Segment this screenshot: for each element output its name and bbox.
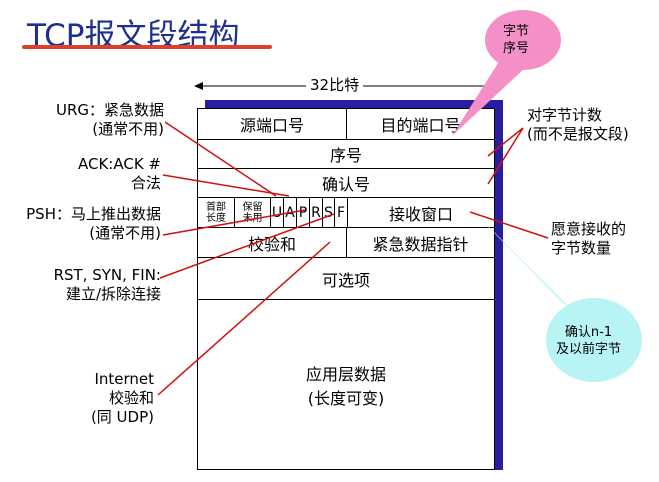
ack-bubble-line2: 及以前字节 bbox=[556, 342, 622, 357]
seq-bubble-text: 字节 序号 bbox=[503, 23, 529, 57]
urg-connector bbox=[164, 121, 277, 197]
ack-note-line2: 合法 bbox=[130, 174, 161, 192]
rst-note: RST, SYN, FIN: 建立/拆除连接 bbox=[54, 266, 161, 304]
ack-field: 确认号 bbox=[198, 168, 494, 197]
hdr-len-field: 首部 长度 bbox=[198, 197, 234, 227]
seq-bubble-line2: 序号 bbox=[503, 41, 530, 56]
seq-bubble-line1: 字节 bbox=[503, 24, 530, 39]
options-field: 可选项 bbox=[198, 257, 494, 299]
app-data-line1: 应用层数据 bbox=[305, 364, 386, 384]
urg-ptr-field: 紧急数据指针 bbox=[346, 227, 494, 257]
recv-bytes-line2: 字节数量 bbox=[551, 239, 612, 257]
checksum-connector bbox=[157, 241, 331, 396]
ack-bubble-tail bbox=[455, 193, 580, 318]
width-label: 32比特 bbox=[306, 74, 364, 95]
recv-bytes-note: 愿意接收的 字节数量 bbox=[551, 220, 626, 258]
byte-count-line1: 对字节计数 bbox=[527, 106, 603, 124]
tcp-segment-structure: 源端口号 目的端口号 序号 确认号 首部 长度 保留 未用 U A P R S … bbox=[197, 108, 495, 470]
flag-s: S bbox=[322, 197, 334, 227]
reserved-line1: 保留 bbox=[242, 201, 263, 213]
ack-bubble-line1: 确认n-1 bbox=[564, 325, 613, 340]
seq-bubble bbox=[485, 10, 561, 70]
flag-f: F bbox=[334, 197, 347, 227]
hdr-len-line2: 长度 bbox=[206, 212, 226, 224]
hdr-len-line1: 首部 bbox=[206, 201, 226, 213]
flag-u: U bbox=[270, 197, 283, 227]
rst-note-line2: 建立/拆除连接 bbox=[65, 285, 161, 303]
app-data-line2: (长度可变) bbox=[307, 388, 385, 408]
ack-bubble-text: 确认n-1 及以前字节 bbox=[556, 324, 621, 358]
psh-note-line1: PSH：马上推出数据 bbox=[26, 205, 161, 223]
internet-note-line2: 校验和 bbox=[108, 389, 154, 407]
src-port-field: 源端口号 bbox=[239, 116, 304, 135]
recv-bytes-line1: 愿意接收的 bbox=[551, 220, 627, 238]
byte-count-line2: (而不是报文段) bbox=[527, 125, 629, 143]
window-connector bbox=[469, 211, 549, 239]
psh-connector bbox=[162, 209, 306, 236]
dst-port-field: 目的端口号 bbox=[346, 109, 494, 139]
ack-count-connector bbox=[487, 127, 524, 185]
title-underline bbox=[22, 45, 272, 49]
internet-note: Internet 校验和 (同 UDP) bbox=[91, 370, 154, 427]
ack-connector bbox=[162, 174, 290, 197]
internet-note-line1: Internet bbox=[94, 370, 154, 388]
psh-note: PSH：马上推出数据 (通常不用) bbox=[26, 205, 161, 243]
ack-bubble bbox=[546, 298, 642, 382]
ack-note: ACK:ACK # 合法 bbox=[78, 155, 161, 193]
reserved-field: 保留 未用 bbox=[234, 197, 270, 227]
seq-count-connector bbox=[487, 127, 524, 157]
psh-note-line2: (通常不用) bbox=[89, 224, 161, 242]
flag-r: R bbox=[309, 197, 322, 227]
app-data-field: 应用层数据 (长度可变) bbox=[198, 299, 494, 469]
seq-bubble-tail bbox=[452, 60, 525, 136]
urg-note: URG：紧急数据 (通常不用) bbox=[56, 101, 164, 139]
rst-note-line1: RST, SYN, FIN: bbox=[53, 266, 161, 284]
checksum-field: 校验和 bbox=[198, 227, 346, 257]
seq-field: 序号 bbox=[198, 139, 494, 168]
recv-window-field: 接收窗口 bbox=[347, 197, 494, 227]
urg-note-line1: URG：紧急数据 bbox=[55, 101, 164, 119]
ack-note-line1: ACK:ACK # bbox=[77, 155, 161, 173]
internet-note-line3: (同 UDP) bbox=[90, 408, 154, 426]
urg-note-line2: (通常不用) bbox=[92, 120, 164, 138]
byte-count-note: 对字节计数 (而不是报文段) bbox=[527, 106, 629, 144]
reserved-line2: 未用 bbox=[242, 212, 263, 224]
rst-connector bbox=[159, 213, 335, 279]
